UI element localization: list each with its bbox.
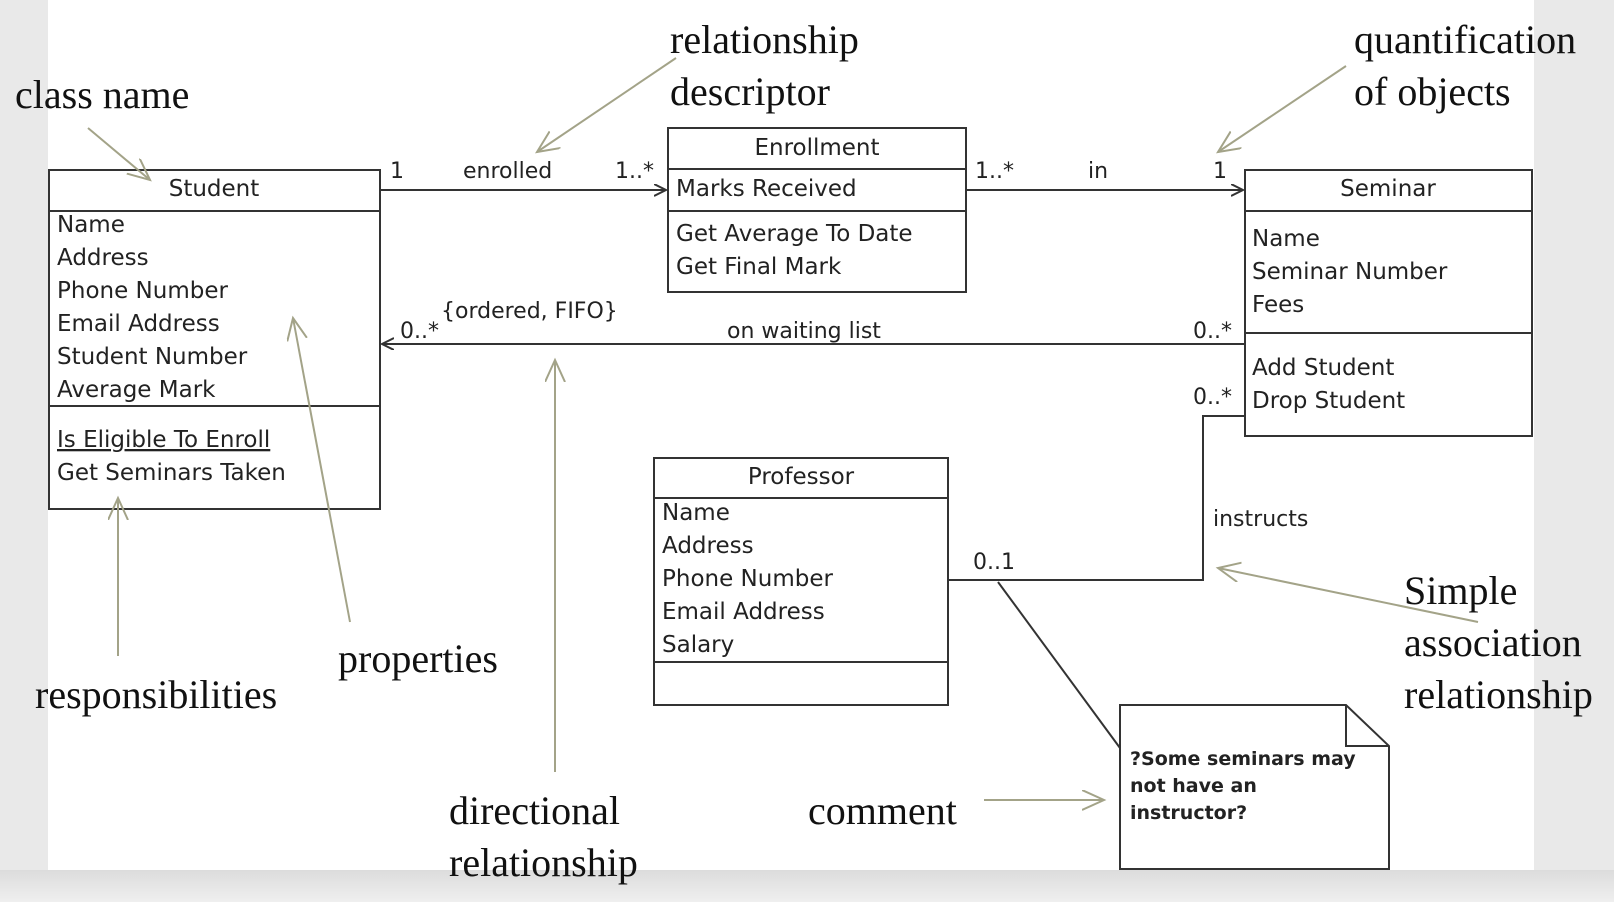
multiplicity: 1..* [615, 159, 654, 184]
attribute: Marks Received [676, 176, 857, 202]
class-name: Seminar [1340, 176, 1436, 202]
operation: Add Student [1252, 355, 1394, 381]
association-enrolled[interactable]: 1 enrolled 1..* [380, 159, 666, 190]
comment-note[interactable]: ?Some seminars may not have an instructo… [997, 581, 1390, 870]
multiplicity: 0..* [400, 319, 439, 344]
annotation-simple-association: association [1404, 620, 1582, 665]
multiplicity: 1 [1213, 159, 1227, 184]
multiplicity: 0..* [1193, 319, 1232, 344]
operation: Get Seminars Taken [57, 460, 286, 486]
annotation-relationship-descriptor: relationship [670, 17, 859, 62]
attribute: Phone Number [662, 566, 833, 592]
attribute: Email Address [662, 599, 825, 625]
annotation-relationship-descriptor: descriptor [670, 69, 830, 114]
multiplicity: 0..1 [973, 550, 1015, 575]
association-label: on waiting list [727, 319, 881, 344]
note-text: instructor? [1130, 802, 1247, 824]
operation-static: Is Eligible To Enroll [57, 427, 270, 453]
annotation-simple-association: Simple [1404, 568, 1517, 613]
annotation-directional: relationship [449, 840, 638, 885]
association-label: in [1088, 159, 1108, 184]
annotation-quantification: quantification [1354, 17, 1576, 62]
attribute: Address [57, 245, 149, 271]
note-text: not have an [1130, 775, 1257, 797]
class-name: Enrollment [754, 135, 879, 161]
annotation-simple-association: relationship [1404, 672, 1593, 717]
class-seminar[interactable]: Seminar Name Seminar Number Fees Add Stu… [1244, 169, 1533, 437]
attribute: Seminar Number [1252, 259, 1448, 285]
attribute: Name [662, 500, 730, 526]
multiplicity: 0..* [1193, 385, 1232, 410]
operation: Get Average To Date [676, 221, 913, 247]
class-enrollment[interactable]: Enrollment Marks Received Get Average To… [667, 127, 967, 293]
pointer-simple-association [1218, 568, 1479, 623]
attribute: Name [57, 212, 125, 238]
association-label: enrolled [463, 159, 552, 184]
pointer-properties [293, 318, 351, 623]
annotation-responsibilities: responsibilities [35, 672, 277, 717]
association-instructs[interactable]: 0..* instructs 0..1 [948, 385, 1308, 581]
class-name: Professor [748, 464, 855, 490]
annotation-class-name: class name [15, 72, 189, 117]
operation: Drop Student [1252, 388, 1405, 414]
constraint-label: {ordered, FIFO} [441, 299, 618, 324]
pointer-quantification [1218, 65, 1347, 152]
annotation-quantification: of objects [1354, 69, 1511, 114]
pointer-class-name [87, 127, 150, 180]
association-in[interactable]: 1..* in 1 [966, 159, 1243, 190]
attribute: Address [662, 533, 754, 559]
class-name: Student [169, 176, 260, 202]
class-student[interactable]: Student Name Address Phone Number Email … [48, 169, 381, 510]
class-professor[interactable]: Professor Name Address Phone Number Emai… [653, 457, 949, 706]
multiplicity: 1..* [975, 159, 1014, 184]
annotation-properties: properties [338, 636, 498, 681]
annotation-comment: comment [808, 788, 957, 833]
operation: Get Final Mark [676, 254, 842, 280]
attribute: Fees [1252, 292, 1304, 318]
note-text: ?Some seminars may [1130, 748, 1356, 770]
attribute: Average Mark [57, 377, 216, 403]
association-waiting-list[interactable]: 0..* {ordered, FIFO} on waiting list 0..… [382, 299, 1245, 344]
multiplicity: 1 [390, 159, 404, 184]
attribute: Email Address [57, 311, 220, 337]
attribute: Salary [662, 632, 734, 658]
annotation-pointers [87, 57, 1479, 800]
attribute: Phone Number [57, 278, 228, 304]
attribute: Student Number [57, 344, 248, 370]
annotation-labels: class name relationship descriptor quant… [15, 17, 1593, 885]
association-label: instructs [1213, 507, 1308, 532]
pointer-relationship-descriptor [537, 57, 677, 152]
attribute: Name [1252, 226, 1320, 252]
annotation-directional: directional [449, 788, 620, 833]
bottom-bar [0, 870, 1614, 902]
